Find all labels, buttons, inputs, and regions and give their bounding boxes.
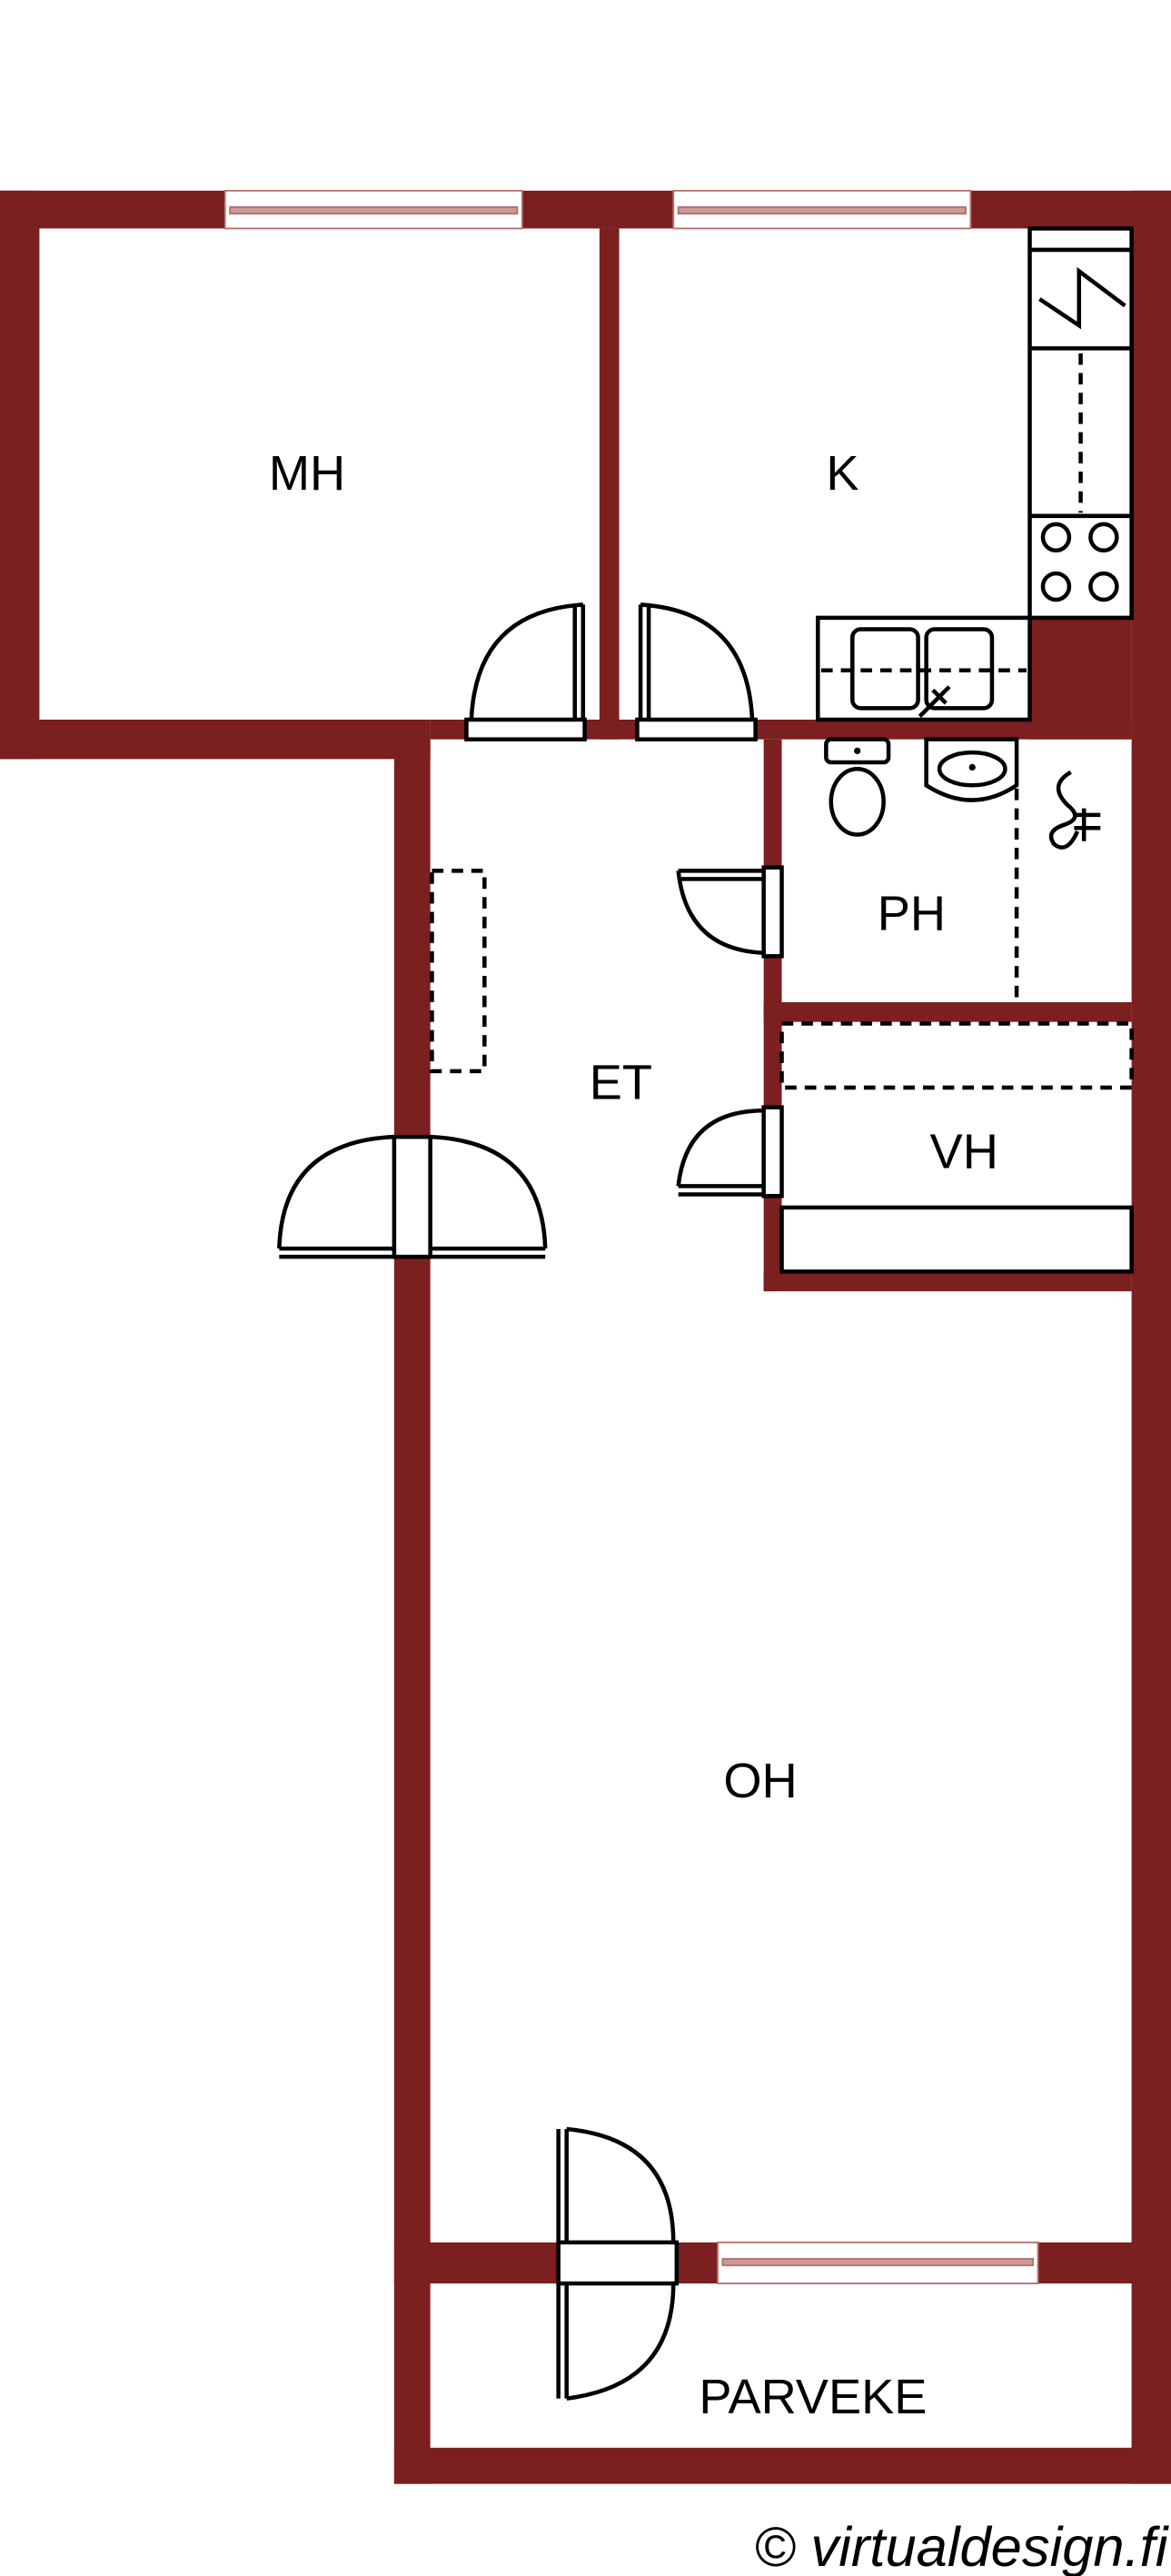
stove xyxy=(1040,522,1119,602)
wall-top xyxy=(0,190,1171,229)
door-mh xyxy=(464,602,587,741)
fixtures xyxy=(430,226,1134,1274)
wall-ph-vh xyxy=(763,1001,1132,1022)
kitchen-sink xyxy=(816,615,1032,722)
washbasin xyxy=(924,737,1019,802)
wardrobe-et xyxy=(430,869,487,1074)
room-label-k: K xyxy=(826,446,858,501)
doors xyxy=(277,602,784,2401)
wall-vh-bottom xyxy=(763,1271,1132,1292)
door-vh xyxy=(676,1105,784,1198)
room-label-vh: VH xyxy=(930,1125,998,1179)
toilet xyxy=(824,737,891,837)
wall-left-corridor xyxy=(393,719,431,2484)
walls xyxy=(0,190,1171,2484)
door-entrance xyxy=(277,1134,548,1259)
room-label-parveke: PARVEKE xyxy=(699,2370,927,2424)
wall-mh-bottom xyxy=(0,719,431,760)
room-label-mh: MH xyxy=(269,446,345,501)
window-k xyxy=(672,189,972,230)
shower-icon xyxy=(1048,770,1101,850)
door-ph xyxy=(676,865,784,959)
door-k xyxy=(635,602,758,741)
window-balcony xyxy=(717,2241,1039,2284)
fridge-symbol xyxy=(1038,266,1126,330)
room-label-et: ET xyxy=(590,1056,652,1110)
wall-bottom xyxy=(393,2447,1171,2484)
copyright-footer: © virtualdesign.fi xyxy=(754,2516,1170,2576)
wall-kitchen-corner xyxy=(1029,617,1132,740)
room-label-ph: PH xyxy=(878,886,946,940)
window-mh xyxy=(223,189,523,230)
wall-right xyxy=(1131,190,1171,2484)
windows xyxy=(223,189,1039,2284)
door-balcony xyxy=(556,2126,680,2401)
vh-closet xyxy=(779,1205,1134,1274)
vh-shelf xyxy=(779,1021,1134,1090)
kitchen-counter-tall xyxy=(1027,226,1134,621)
wall-mh-k xyxy=(599,228,620,740)
room-label-oh: OH xyxy=(723,1754,797,1808)
wall-left-mh xyxy=(0,190,40,760)
wall-k-bottom xyxy=(430,719,1132,740)
